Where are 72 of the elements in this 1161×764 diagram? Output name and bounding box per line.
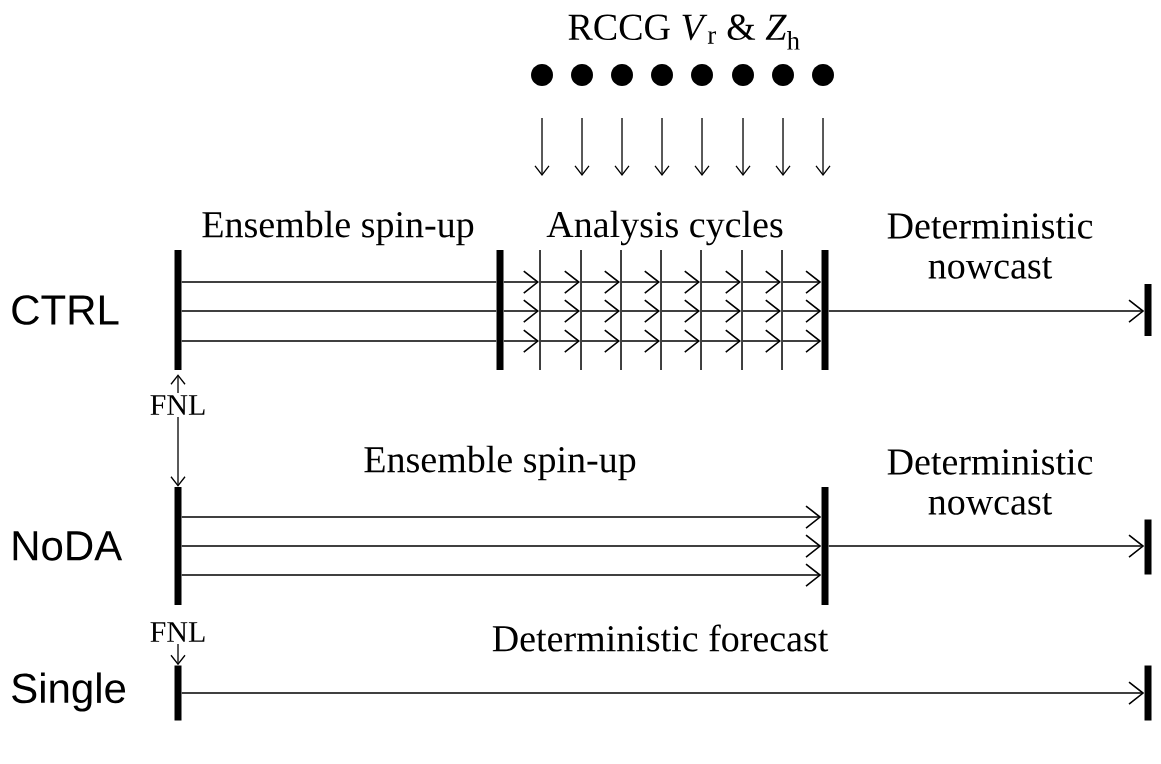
timeline-bar	[174, 665, 182, 721]
arrow	[742, 329, 782, 353]
arrow	[502, 270, 540, 294]
cycle-line	[781, 250, 783, 370]
arrow	[701, 270, 742, 294]
arrow	[170, 643, 186, 666]
arrow	[621, 299, 661, 323]
arrow	[540, 329, 581, 353]
timeline-bar	[174, 487, 182, 605]
timeline-bar	[174, 250, 182, 370]
cycle-line	[580, 250, 582, 370]
arrow	[581, 329, 621, 353]
observation-dot	[772, 64, 794, 86]
line	[180, 340, 498, 342]
arrow	[180, 505, 822, 529]
observation-dot	[531, 64, 553, 86]
arrow	[782, 299, 822, 323]
row-label: Single	[12, 672, 126, 712]
arrow	[742, 270, 782, 294]
arrow	[782, 329, 822, 353]
phase-label: Deterministic nowcast	[887, 449, 1093, 515]
line	[180, 310, 498, 312]
phase-label: Ensemble spin-up	[202, 210, 474, 246]
cycle-line	[660, 250, 662, 370]
source-label: FNL	[150, 622, 205, 642]
timeline-bar	[1144, 665, 1152, 721]
timeline-bar	[496, 250, 504, 370]
arrow	[661, 299, 701, 323]
cycle-line	[741, 250, 743, 370]
arrow	[621, 270, 661, 294]
observation-dot	[571, 64, 593, 86]
phase-label: Ensemble spin-up	[364, 445, 636, 481]
line	[180, 281, 498, 283]
cycle-line	[620, 250, 622, 370]
arrow	[502, 329, 540, 353]
title: RCCG V$_{r}$ & Z$_{h}$	[568, 14, 800, 50]
timeline-bar	[821, 487, 829, 605]
arrow	[170, 374, 186, 394]
arrow	[701, 329, 742, 353]
arrow	[827, 299, 1145, 323]
arrow	[170, 416, 186, 487]
arrow	[827, 534, 1145, 558]
observation-dot	[611, 64, 633, 86]
arrow	[540, 270, 581, 294]
arrow	[701, 299, 742, 323]
observation-dot	[691, 64, 713, 86]
timeline-bar	[1144, 284, 1152, 336]
timeline-bar	[1144, 519, 1152, 575]
observation-dot	[732, 64, 754, 86]
row-label: CTRL	[12, 295, 119, 325]
arrow	[661, 329, 701, 353]
arrow	[180, 534, 822, 558]
arrow	[540, 299, 581, 323]
observation-dot	[651, 64, 673, 86]
phase-label: Deterministic nowcast	[887, 213, 1093, 279]
row-label: NoDA	[13, 531, 123, 561]
arrow	[581, 270, 621, 294]
phase-label: Deterministic forecast	[492, 624, 829, 652]
arrow	[782, 270, 822, 294]
cycle-line	[539, 250, 541, 370]
arrow	[180, 563, 822, 587]
arrow	[742, 299, 782, 323]
phase-label: Analysis cycles	[546, 210, 783, 246]
arrow	[661, 270, 701, 294]
arrow	[621, 329, 661, 353]
arrow	[180, 681, 1145, 705]
arrow	[581, 299, 621, 323]
cycle-line	[700, 250, 702, 370]
timeline-bar	[821, 250, 829, 370]
arrow	[502, 299, 540, 323]
observation-dot	[812, 64, 834, 86]
source-label: FNL	[150, 395, 205, 415]
